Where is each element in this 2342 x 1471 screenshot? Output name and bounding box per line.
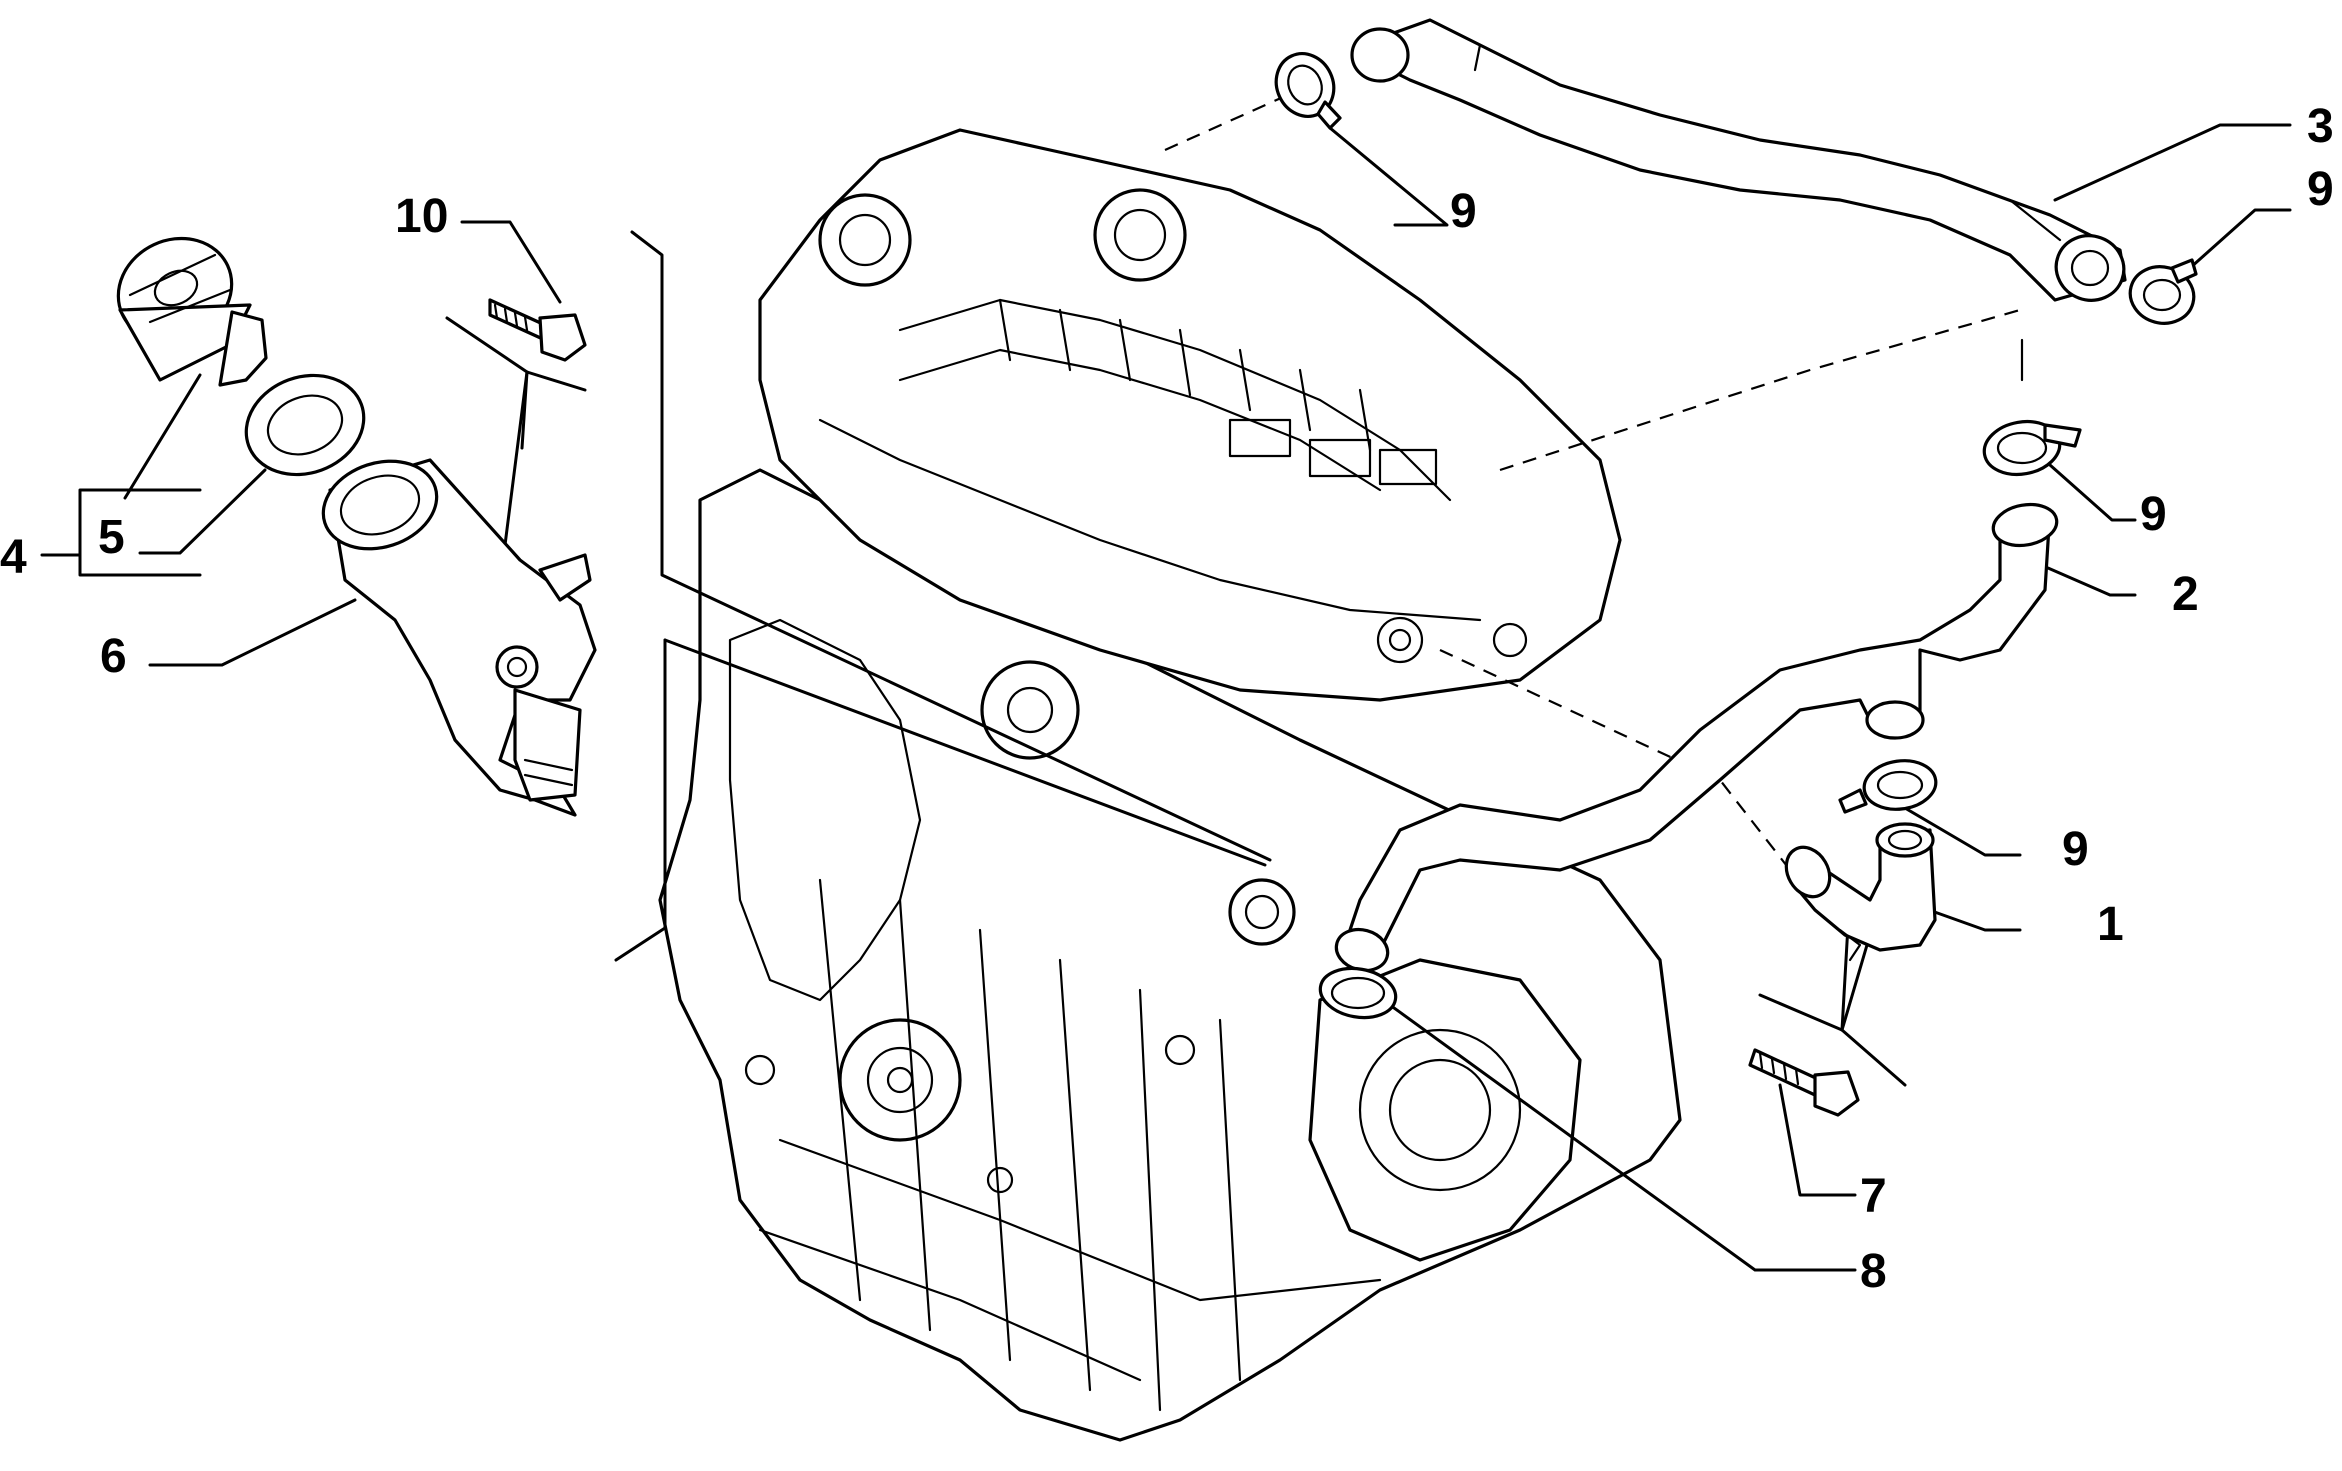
hose-clamp-part-9-top-right: [2128, 258, 2198, 325]
bolt-part-10: [488, 298, 587, 362]
oil-filler-cap-part-4: [116, 236, 268, 387]
filler-neck-part-6: [321, 458, 597, 817]
hose-clamp-part-9-top-left: [1274, 52, 1342, 130]
hose-clamp-part-9-lower: [1838, 759, 1938, 814]
callout-8: 8: [1860, 1245, 1887, 1298]
pipe-fitting-part-1: [1784, 822, 1937, 962]
o-ring-part-8: [1318, 966, 1398, 1020]
callout-9-top-right: 9: [2307, 163, 2334, 216]
callout-labels: 1 2 3 4 5 6 7 8 9 9 9 9 10: [0, 100, 2334, 1298]
engine-block: [658, 128, 1682, 1442]
callout-10: 10: [395, 190, 448, 243]
breather-hose-part-2: [1334, 502, 2059, 973]
seal-ring-part-5: [244, 373, 366, 477]
leader-lines: [40, 123, 2292, 1272]
hose-clamp-part-9-mid: [1982, 419, 2082, 477]
callout-6: 6: [100, 630, 127, 683]
breather-hose-part-3: [1350, 18, 2127, 302]
callout-9-top-left: 9: [1450, 185, 1477, 238]
callout-9-mid: 9: [2140, 488, 2167, 541]
callout-2: 2: [2172, 568, 2199, 621]
bolt-part-7: [1748, 1048, 1860, 1117]
callout-5: 5: [98, 511, 125, 564]
callout-9-lower: 9: [2062, 823, 2089, 876]
callout-7: 7: [1860, 1170, 1887, 1223]
callout-3: 3: [2307, 100, 2334, 153]
callout-4: 4: [0, 531, 27, 584]
callout-1: 1: [2097, 898, 2124, 951]
